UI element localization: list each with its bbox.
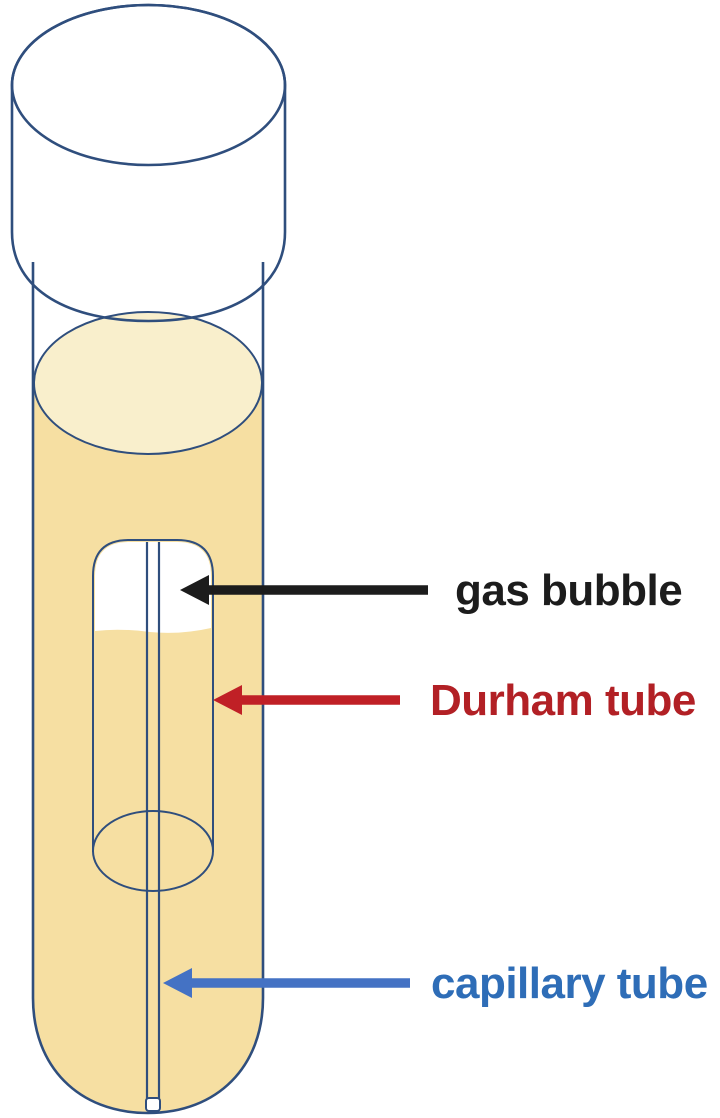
screw-cap <box>10 3 287 323</box>
capillary-tube <box>145 542 161 1112</box>
screw-cap-top <box>10 3 287 167</box>
durham-tube-mouth <box>92 810 214 892</box>
durham-tube-callout: Durham tube <box>213 676 696 725</box>
gas-bubble-callout: gas bubble <box>180 566 683 615</box>
capillary-tube-arrowhead-icon <box>163 968 192 998</box>
capillary-tube-end <box>145 1097 161 1112</box>
test-tube-outline <box>31 262 265 1115</box>
durham-tube-outline <box>92 539 214 852</box>
durham-tube-arrowhead-icon <box>213 685 242 715</box>
gas-bubble-label: gas bubble <box>455 566 682 615</box>
medium-surface <box>33 311 263 455</box>
capillary-tube-label: capillary tube <box>431 959 708 1008</box>
gas-bubble-arrowhead-icon <box>180 575 209 605</box>
gas-bubble <box>95 542 211 633</box>
durham-tube-label: Durham tube <box>430 676 696 725</box>
capillary-tube-callout: capillary tube <box>163 959 708 1008</box>
